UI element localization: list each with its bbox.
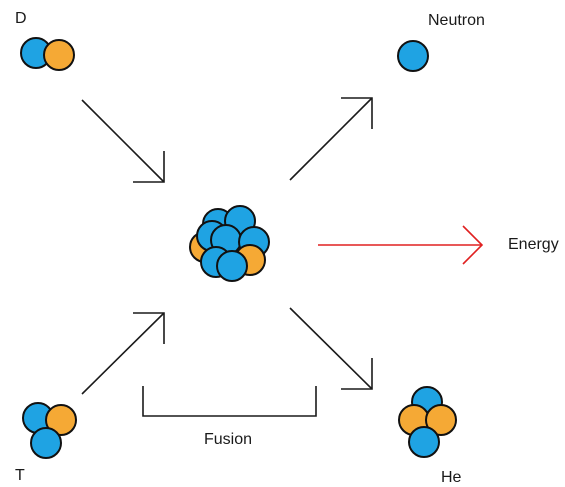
arrow-deuterium-to-fusion [81, 99, 165, 183]
tritium-neutron-2 [30, 427, 62, 459]
label-tritium: T [15, 467, 25, 484]
arrow-tritium-to-fusion [81, 312, 165, 395]
tritium-nucleus [22, 402, 77, 459]
label-helium: He [441, 469, 462, 486]
tritium-proton [45, 404, 77, 436]
label-fusion: Fusion [204, 431, 253, 448]
energy-arrow [318, 225, 484, 265]
helium-proton-2 [425, 404, 457, 436]
center-neutron-7 [216, 250, 248, 282]
arrow-fusion-to-neutron [289, 97, 373, 181]
helium-neutron-2 [408, 426, 440, 458]
label-energy: Energy [508, 236, 559, 253]
arrow-fusion-to-helium [289, 307, 373, 390]
neutron-particle [397, 40, 429, 72]
fusion-bracket [142, 386, 317, 417]
deuterium-proton [43, 39, 75, 71]
label-neutron: Neutron [428, 12, 485, 29]
deuterium-nucleus [20, 37, 75, 71]
label-deuterium: D [15, 10, 27, 27]
fused-nucleus [189, 205, 270, 282]
helium-nucleus [398, 386, 457, 458]
